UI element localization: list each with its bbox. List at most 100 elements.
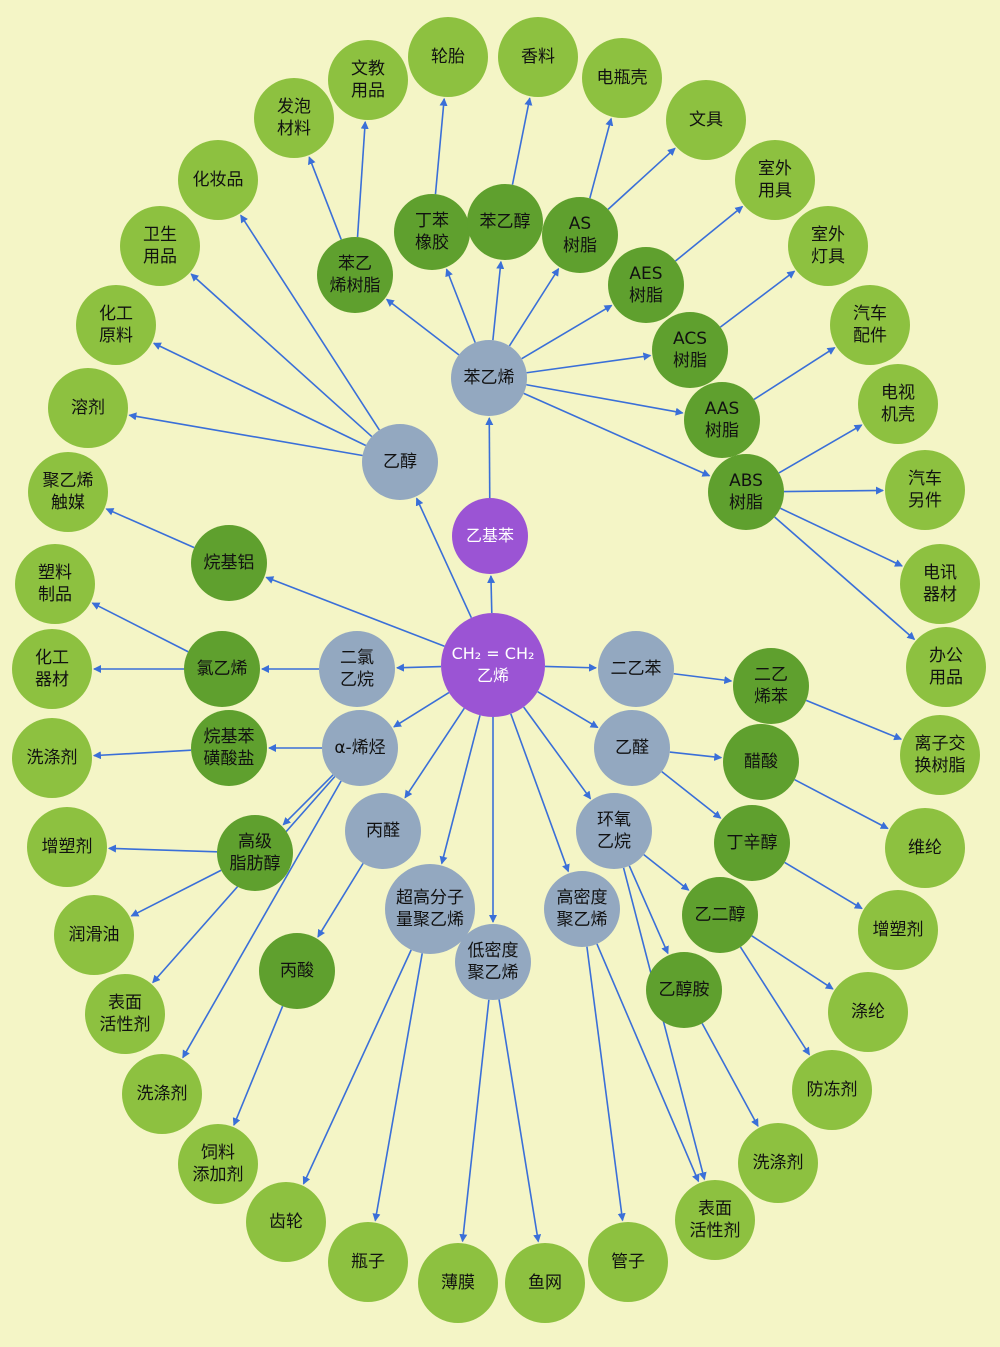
arrow-phenylethanol-to-p-flavor xyxy=(511,97,533,185)
node-label: ABS 树脂 xyxy=(729,471,763,513)
node-p-sanitary: 卫生 用品 xyxy=(120,206,200,286)
node-label: 维纶 xyxy=(908,838,942,858)
arrow-acs-resin-to-p-outdoor-lamps xyxy=(719,270,796,328)
node-p-lubricant: 润滑油 xyxy=(54,895,134,975)
node-label: 乙基苯 xyxy=(465,526,514,545)
arrow-styrene-to-aas-resin xyxy=(526,383,684,416)
node-vinyl-chloride: 氯乙烯 xyxy=(184,631,260,707)
node-p-battery-case: 电瓶壳 xyxy=(582,38,662,118)
arrow-propionic-acid-to-p-feed-additive xyxy=(232,1005,284,1127)
node-label: 二乙 烯苯 xyxy=(754,665,788,707)
node-label: 环氧 乙烷 xyxy=(597,810,631,852)
arrow-octanol-to-p-plasticizer-r xyxy=(784,861,863,910)
arrow-as-resin-to-p-stationery xyxy=(607,147,676,210)
node-p-ion-exchange: 离子交 换树脂 xyxy=(900,715,980,795)
node-ethanol: 乙醇 xyxy=(362,424,438,500)
node-p-gears: 齿轮 xyxy=(246,1182,326,1262)
node-label: 饲料 添加剂 xyxy=(192,1143,244,1185)
node-label: 洗涤剂 xyxy=(26,748,78,768)
arrow-alkylbenzene-sulfonate-to-p-detergent-l xyxy=(92,749,192,760)
arrow-ldpe-to-p-film xyxy=(459,999,490,1243)
node-ethylene: CH₂ = CH₂ 乙烯 xyxy=(441,613,545,717)
node-acetaldehyde: 乙醛 xyxy=(594,710,670,786)
node-glycol: 乙二醇 xyxy=(682,877,758,953)
node-ethylbenzene: 乙基苯 xyxy=(452,498,528,574)
node-label: 低密度 聚乙烯 xyxy=(467,941,519,983)
arrow-styrene-to-as-resin xyxy=(508,267,560,347)
node-label: 丙酸 xyxy=(280,961,314,981)
node-divinylbenzene: 二乙 烯苯 xyxy=(733,648,809,724)
node-p-detergent-l: 洗涤剂 xyxy=(12,718,92,798)
node-label: 室外 灯具 xyxy=(811,225,845,267)
node-p-solvent: 溶剂 xyxy=(48,368,128,448)
node-p-antifreeze: 防冻剂 xyxy=(792,1050,872,1130)
arrow-ethanol-to-p-solvent xyxy=(128,412,363,457)
node-label: AAS 树脂 xyxy=(704,399,740,441)
node-p-feed-additive: 饲料 添加剂 xyxy=(178,1124,258,1204)
node-acetic-acid: 醋酸 xyxy=(723,724,799,800)
node-p-plasticizer-r: 增塑剂 xyxy=(858,890,938,970)
arrow-uhmwpe-to-p-gears xyxy=(302,949,412,1185)
node-label: 苯乙 烯树脂 xyxy=(329,254,381,296)
node-label: AS 树脂 xyxy=(563,214,597,256)
arrow-ps-resin-to-p-stationery-use xyxy=(356,120,369,238)
node-label: 鱼网 xyxy=(528,1273,562,1293)
node-label: 表面 活性剂 xyxy=(689,1199,741,1241)
node-p-car-accessories: 汽车 另件 xyxy=(885,450,965,530)
node-p-chem-raw: 化工 原料 xyxy=(76,285,156,365)
node-label: 苯乙醇 xyxy=(479,212,531,232)
node-p-pipes: 管子 xyxy=(588,1222,668,1302)
node-label: 香料 xyxy=(521,47,555,67)
arrow-alkyl-aluminum-to-p-pe-catalyst xyxy=(105,508,195,549)
node-label: 室外 用具 xyxy=(758,159,792,201)
node-p-tv-case: 电视 机壳 xyxy=(858,364,938,444)
arrow-abs-resin-to-p-office xyxy=(774,516,916,641)
arrow-styrene-to-sbr xyxy=(445,268,476,343)
arrow-alpha-olefin-to-fatty-alcohol xyxy=(282,774,334,826)
arrow-fatty-alcohol-to-p-lubricant xyxy=(130,869,222,917)
node-diethylbenzene: 二乙苯 xyxy=(598,631,674,707)
node-p-stationery: 文具 xyxy=(666,80,746,160)
node-label: 润滑油 xyxy=(68,925,120,945)
node-label: 溶剂 xyxy=(71,398,105,418)
node-label: 醋酸 xyxy=(744,752,778,772)
arrow-abs-resin-to-p-telecom xyxy=(779,507,903,567)
node-label: α-烯烃 xyxy=(334,738,386,758)
arrow-hdpe-to-p-pipes xyxy=(586,946,626,1222)
arrow-ps-resin-to-p-foam xyxy=(308,156,342,240)
node-label: 文具 xyxy=(689,110,723,130)
node-label: 管子 xyxy=(611,1252,645,1272)
arrow-styrene-to-ps-resin xyxy=(385,298,460,356)
node-label: 丁辛醇 xyxy=(726,833,778,853)
node-p-outdoor-goods: 室外 用具 xyxy=(735,140,815,220)
arrow-ethylene-to-uhmwpe xyxy=(439,715,481,865)
node-aes-resin: AES 树脂 xyxy=(608,247,684,323)
node-label: 乙二醇 xyxy=(694,905,746,925)
node-label: AES 树脂 xyxy=(629,264,663,306)
node-label: 塑料 制品 xyxy=(38,563,72,605)
arrow-alpha-olefin-to-p-detergent-l2 xyxy=(182,780,342,1059)
node-dichloroethane: 二氯 乙烷 xyxy=(319,631,395,707)
arrow-ethylene-to-acetaldehyde xyxy=(537,690,599,729)
arrow-ethylene-oxide-to-glycol xyxy=(643,853,690,891)
node-p-car-parts: 汽车 配件 xyxy=(830,285,910,365)
node-alkyl-aluminum: 烷基铝 xyxy=(191,525,267,601)
node-label: 聚乙烯 触媒 xyxy=(42,471,94,513)
node-p-detergent-r: 洗涤剂 xyxy=(738,1123,818,1203)
node-ethylene-oxide: 环氧 乙烷 xyxy=(576,793,652,869)
arrow-ldpe-to-p-fishnet xyxy=(498,999,542,1243)
node-label: ACS 树脂 xyxy=(673,329,707,371)
node-label: 轮胎 xyxy=(431,47,465,67)
node-p-plastic-products: 塑料 制品 xyxy=(15,544,95,624)
arrow-as-resin-to-p-battery-case xyxy=(589,117,614,199)
node-fatty-alcohol: 高级 脂肪醇 xyxy=(217,815,293,891)
node-sbr: 丁苯 橡胶 xyxy=(394,194,470,270)
arrow-fatty-alcohol-to-p-plasticizer-l xyxy=(107,844,218,853)
arrow-glycol-to-p-polyester xyxy=(751,935,834,990)
node-label: 化妆品 xyxy=(192,170,244,190)
arrow-vinyl-chloride-to-p-plastic-products xyxy=(91,602,189,653)
node-label: 超高分子 量聚乙烯 xyxy=(396,888,464,930)
node-label: CH₂ = CH₂ 乙烯 xyxy=(451,644,535,685)
node-label: 薄膜 xyxy=(441,1273,475,1293)
node-ps-resin: 苯乙 烯树脂 xyxy=(317,237,393,313)
